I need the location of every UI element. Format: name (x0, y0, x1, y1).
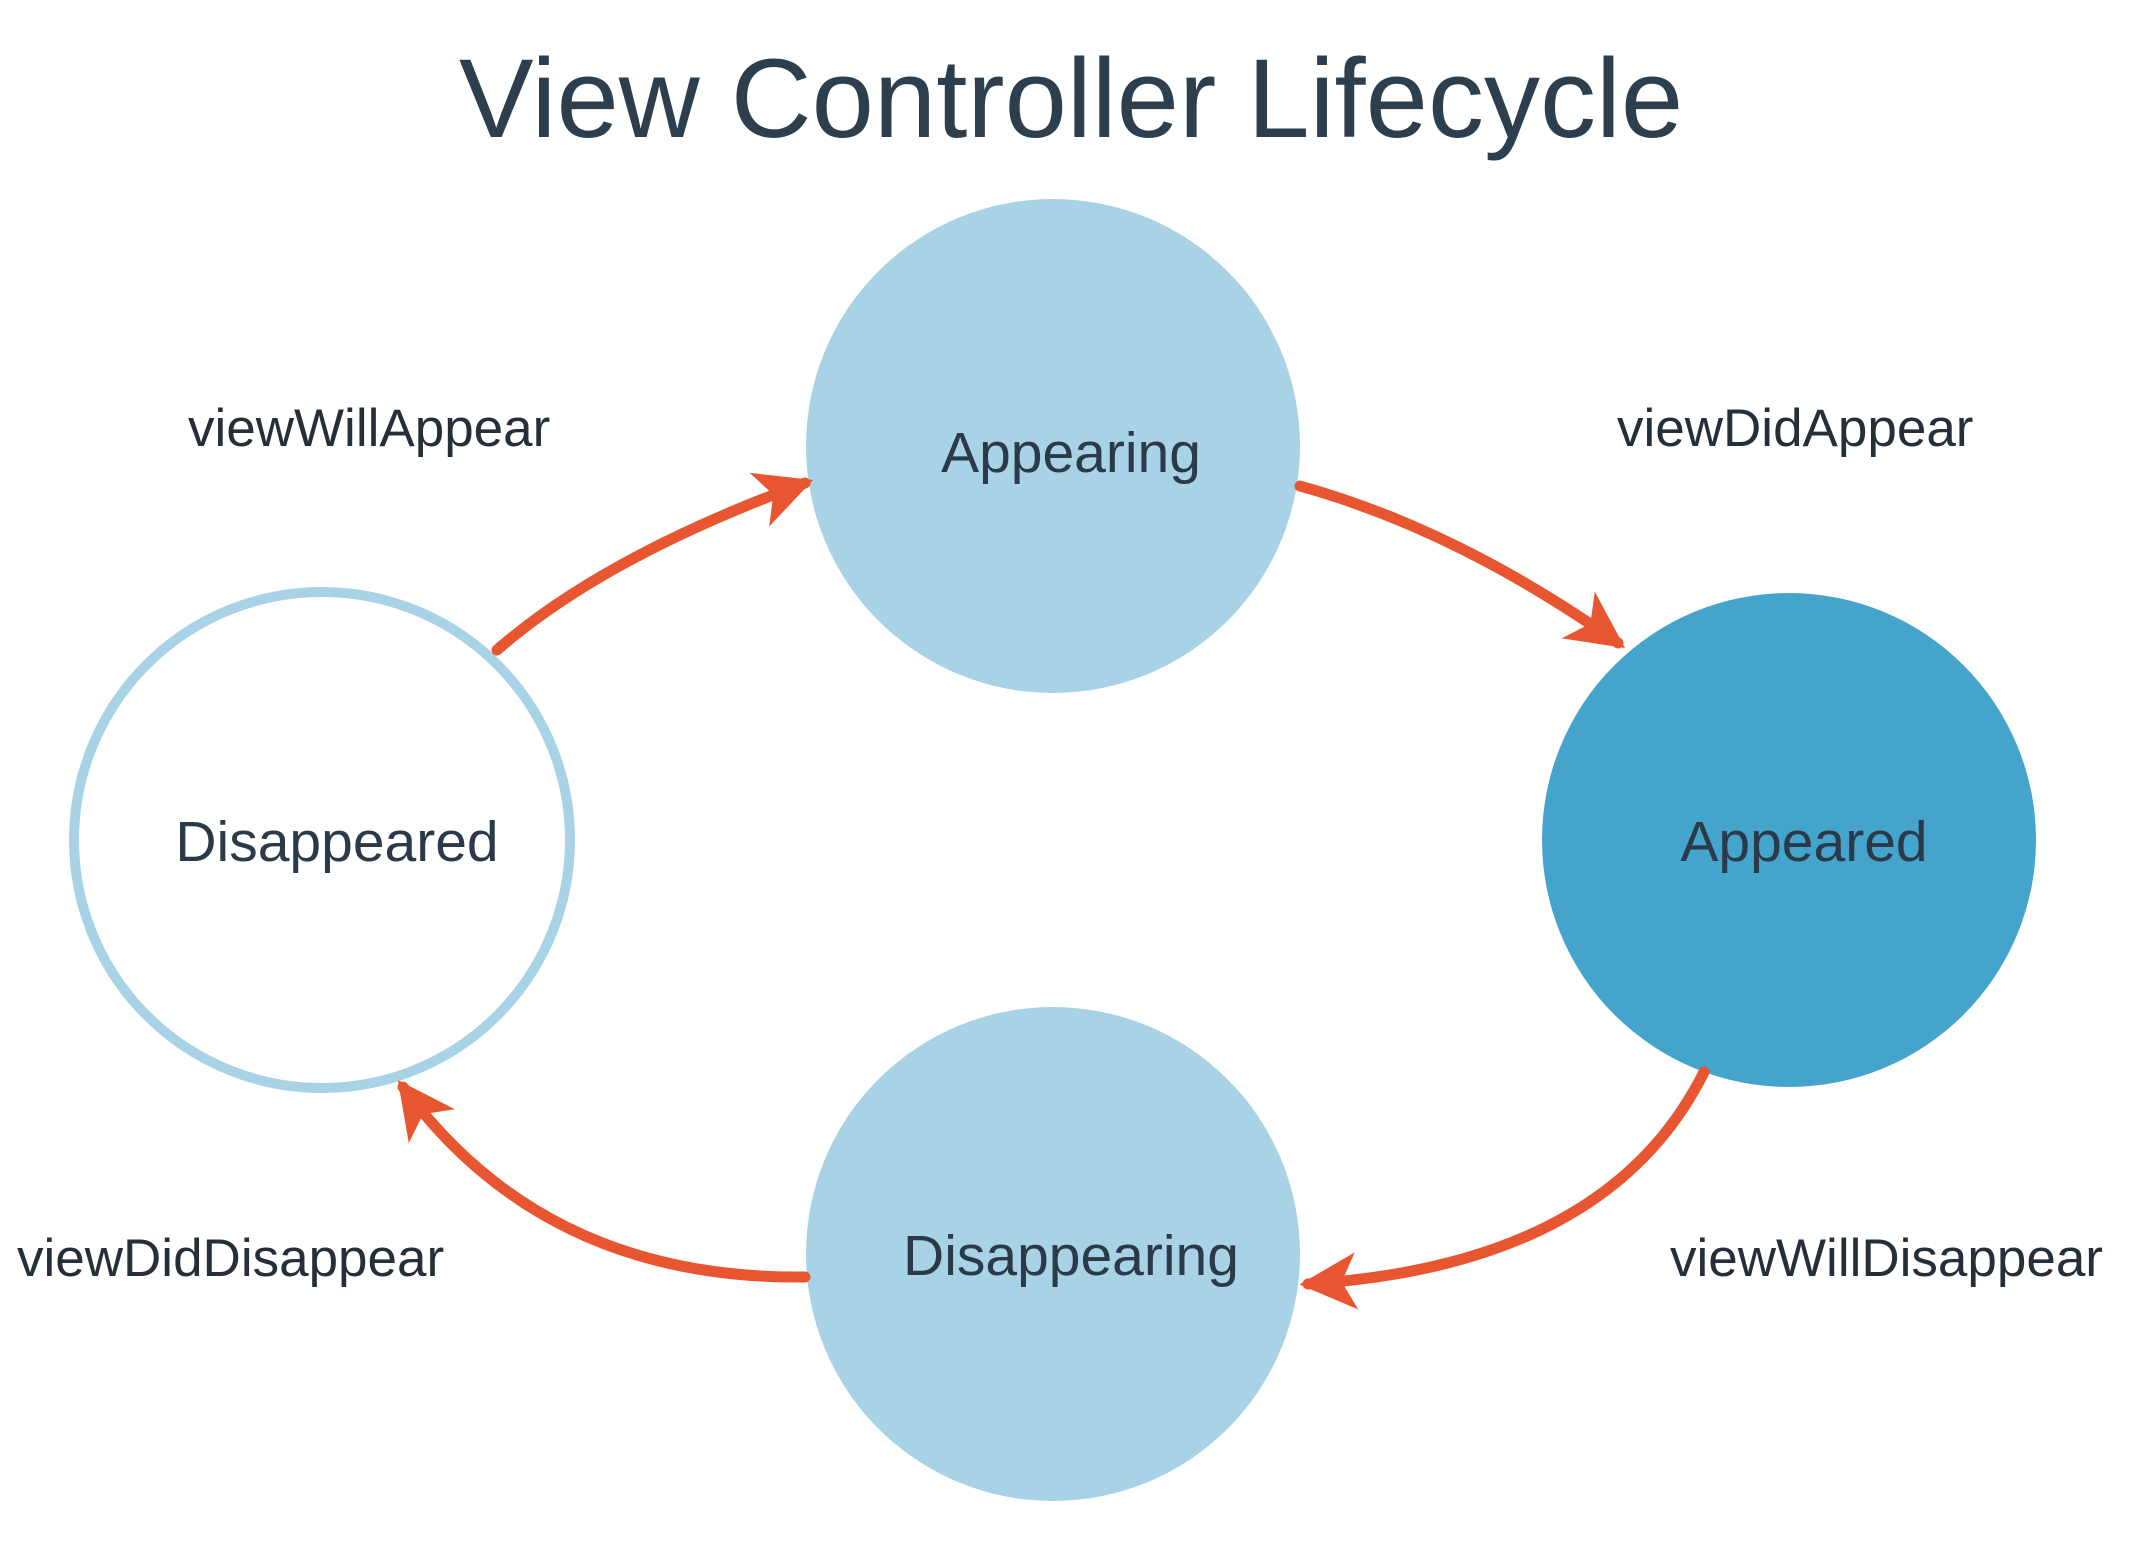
state-appeared-label: Appeared (1680, 810, 1927, 874)
label-view-will-disappear: viewWillDisappear (1670, 1229, 2103, 1288)
arrow-view-will-appear (491, 472, 814, 656)
label-view-will-appear: viewWillAppear (188, 399, 550, 458)
state-disappeared-label: Disappeared (175, 810, 498, 874)
state-appeared-circle (1542, 593, 2036, 1087)
arrow-view-will-disappear (1299, 1066, 1710, 1310)
state-disappearing-label: Disappearing (903, 1224, 1239, 1288)
diagram-title: View Controller Lifecycle (459, 36, 1683, 161)
state-appearing-circle (806, 199, 1300, 693)
label-view-did-appear: viewDidAppear (1617, 399, 1973, 458)
state-appearing-label: Appearing (941, 421, 1201, 485)
arrow-view-did-disappear (397, 1080, 811, 1283)
state-disappearing-circle (806, 1007, 1300, 1501)
state-disappeared-circle (69, 587, 575, 1093)
label-view-did-disappear: viewDidDisappear (17, 1229, 444, 1288)
arrow-view-did-appear (1294, 480, 1626, 649)
